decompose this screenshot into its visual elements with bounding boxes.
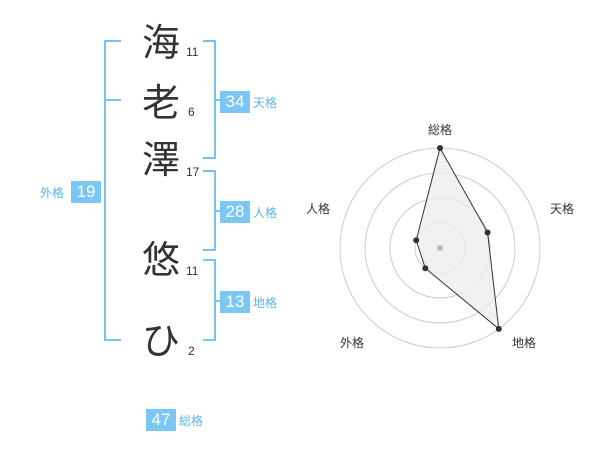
soukaku-value: 47 — [146, 409, 176, 431]
chikaku-bracket-tick — [214, 300, 221, 302]
name-char-3: 澤 — [141, 138, 180, 182]
tenkaku-label: 天格 — [253, 96, 278, 110]
name-char-5: ひ — [141, 319, 180, 363]
radar-center-dot — [437, 245, 443, 251]
radar-labels: 総格 天格 地格 外格 人格 — [306, 122, 574, 350]
name-char-2: 老 — [141, 81, 180, 125]
radar-area — [415, 146, 500, 331]
stroke-count-5: 2 — [188, 344, 195, 358]
radar-axis-label-gaikaku: 外格 — [340, 335, 364, 350]
gaikaku-bracket — [104, 40, 121, 341]
radar-point — [422, 265, 429, 272]
radar-point — [413, 237, 420, 244]
radar-axis-label-chikaku: 地格 — [512, 335, 536, 350]
gaikaku-label: 外格 — [40, 186, 65, 200]
radar-points — [413, 145, 502, 332]
name-char-1: 海 — [141, 21, 180, 65]
soukaku-label: 総格 — [179, 414, 204, 428]
jinkaku-value: 28 — [220, 201, 250, 223]
radar-point — [484, 229, 491, 236]
gaikaku-bracket-tick — [104, 99, 121, 101]
stroke-count-4: 11 — [186, 264, 199, 278]
chikaku-value: 13 — [220, 291, 250, 313]
jinkaku-label: 人格 — [253, 206, 278, 220]
stroke-count-2: 6 — [188, 105, 195, 119]
tenkaku-bracket-tick — [214, 99, 221, 101]
stroke-count-1: 11 — [186, 45, 199, 59]
radar-axis-label-tenkaku: 天格 — [550, 201, 574, 216]
tenkaku-value: 34 — [220, 91, 250, 113]
chikaku-label: 地格 — [253, 296, 278, 310]
radar-point — [495, 325, 502, 332]
name-char-4: 悠 — [141, 238, 180, 282]
radar-point — [437, 145, 443, 151]
jinkaku-bracket-tick — [214, 210, 221, 212]
stroke-count-3: 17 — [186, 165, 200, 179]
radar-axis-label-jinkaku: 人格 — [306, 201, 330, 216]
radar-axis-label-soukaku: 総格 — [428, 122, 452, 137]
gaikaku-value: 19 — [71, 181, 101, 203]
